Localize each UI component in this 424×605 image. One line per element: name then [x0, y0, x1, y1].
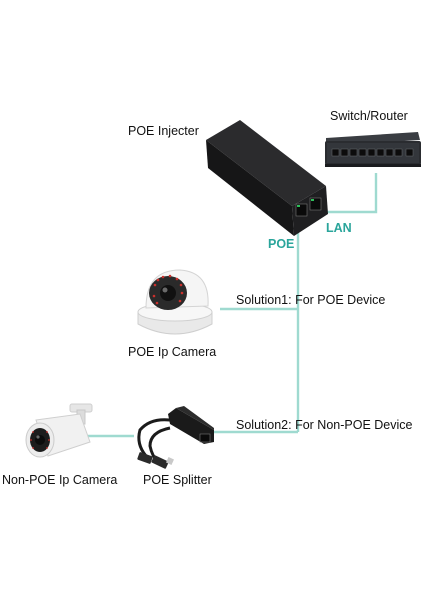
- poe-splitter-device: [137, 406, 214, 469]
- poe-ip-camera-label: POE Ip Camera: [128, 345, 217, 359]
- poe-label: POE: [268, 237, 295, 251]
- solution1-label: Solution1: For POE Device: [236, 293, 386, 307]
- lan-cable: [318, 173, 378, 214]
- non-poe-bullet-camera: [25, 403, 93, 458]
- solution2-label: Solution2: For Non-POE Device: [236, 418, 413, 432]
- lan-label: LAN: [326, 221, 352, 235]
- switch-router-device: [325, 132, 421, 167]
- poe-injecter-label: POE Injecter: [128, 124, 199, 138]
- cables: [88, 173, 378, 438]
- switch-router-label: Switch/Router: [330, 109, 408, 123]
- poe-dome-camera: [137, 269, 213, 335]
- non-poe-ip-camera-label: Non-POE Ip Camera: [2, 473, 118, 487]
- poe-splitter-label: POE Splitter: [143, 473, 212, 487]
- poe-injector-device: [206, 120, 328, 236]
